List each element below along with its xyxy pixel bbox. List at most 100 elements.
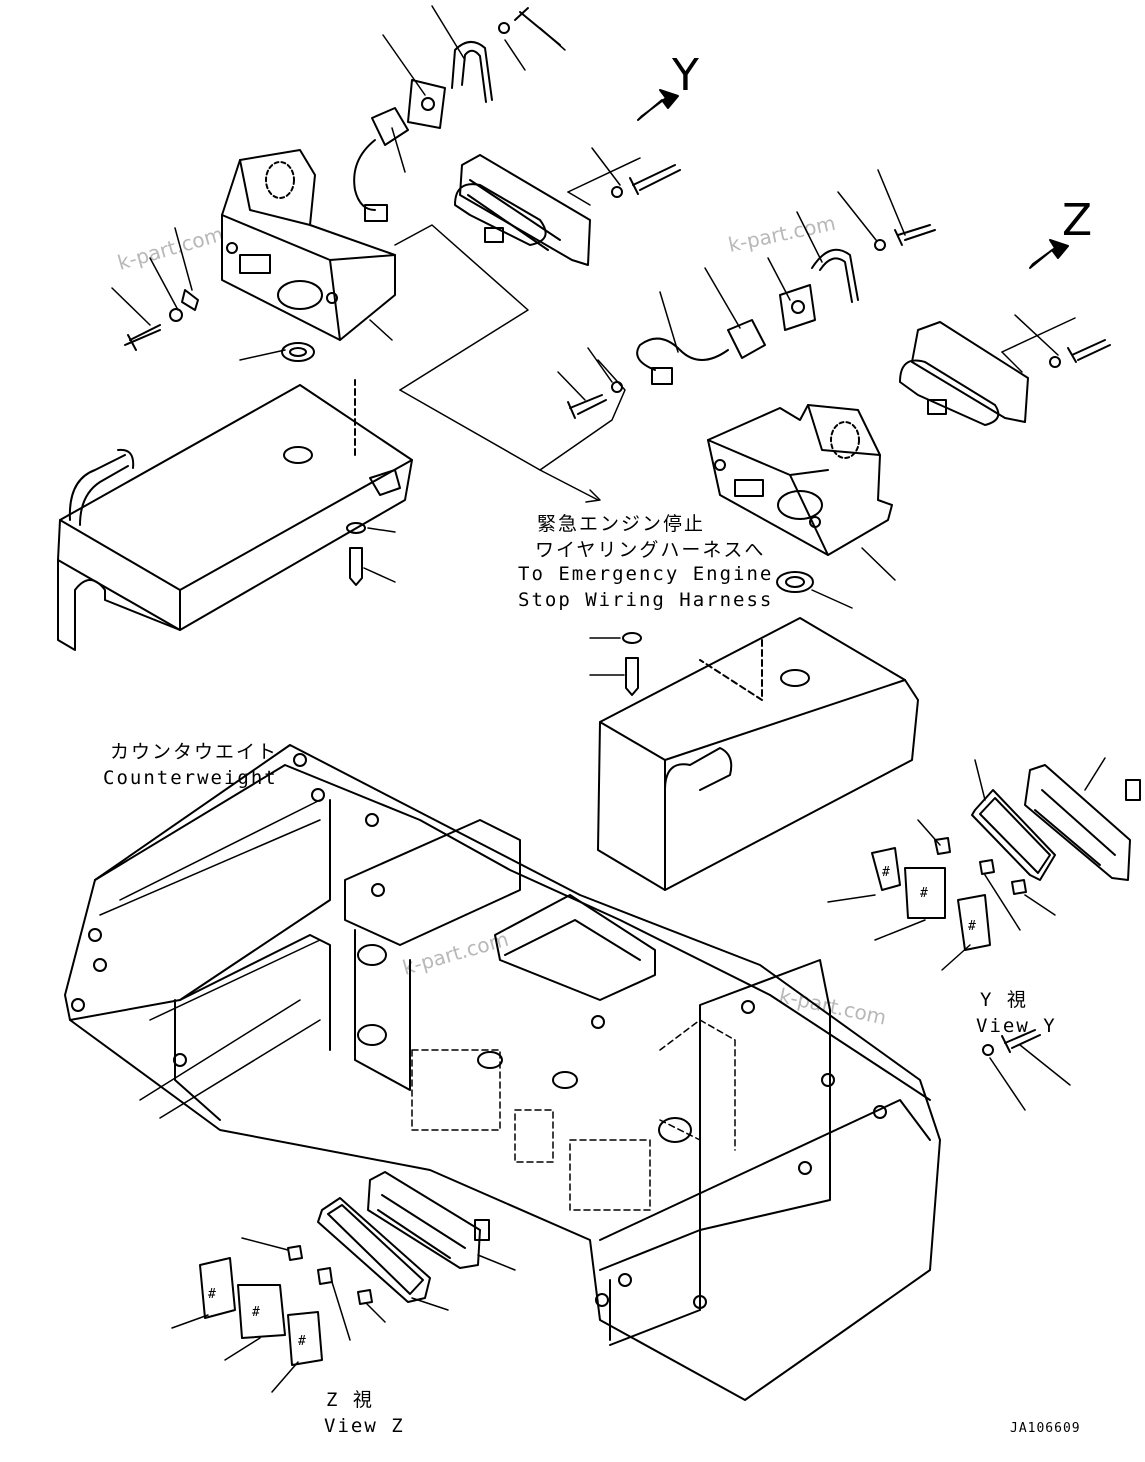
- counterweight-block: [354, 929, 411, 1091]
- wiring-label-ja-1: 緊急エンジン停止: [537, 513, 705, 535]
- lens-z-1: [199, 1257, 236, 1319]
- cover-bracket: [369, 469, 401, 496]
- counterweight-block: [344, 819, 521, 946]
- leader-lines-bolt-y: [989, 1044, 1071, 1111]
- counterweight-ribs: [99, 799, 321, 1021]
- bolt-cover-left: [349, 547, 363, 586]
- cover-right: [589, 617, 919, 891]
- lens-y-mark-3: #: [968, 919, 977, 934]
- counterweight-outline: [64, 744, 941, 1401]
- light-bezel-y: [459, 154, 591, 266]
- grommet-right-inner: [785, 576, 805, 588]
- counterweight-bottom-edges: [139, 999, 321, 1119]
- mount-axis-right: [699, 639, 763, 701]
- lens-y-1: [871, 847, 901, 891]
- lens-y-2: [904, 867, 946, 919]
- switch-connector-right: [727, 319, 766, 359]
- housing-hole-hidden: [265, 161, 295, 199]
- lens-z-mark-1: #: [208, 1287, 217, 1302]
- u-handle-left: [451, 41, 493, 103]
- gasket-y-inner: [979, 797, 1051, 874]
- bolt-hole: [226, 242, 238, 254]
- bolt-y: [629, 164, 681, 195]
- cover-left: [57, 379, 413, 651]
- lift-hole: [357, 1024, 387, 1046]
- harness-outline: [394, 224, 529, 391]
- housing-hole: [277, 280, 323, 310]
- cover-handle-right: [664, 747, 733, 791]
- grommet-right: [776, 571, 814, 593]
- plate-hole: [421, 97, 435, 111]
- counterweight-bolt-holes: [71, 753, 887, 1309]
- mount-plate-right: [779, 284, 816, 331]
- housing-hole-right-hidden: [830, 421, 860, 459]
- housing-hole-right: [777, 490, 823, 520]
- harness-link: [539, 359, 626, 471]
- cover-hole: [283, 446, 313, 464]
- view-y-marker: Y: [671, 50, 699, 101]
- cover-left-body: [57, 384, 413, 631]
- lamp-assembly-right: [557, 169, 936, 609]
- housing-edge: [807, 404, 881, 456]
- bolt-view-y: [1001, 1029, 1041, 1053]
- cover-skirt: [57, 559, 181, 651]
- counterweight-right-block: [699, 959, 831, 1231]
- lift-hole-right: [658, 1117, 692, 1143]
- housing-label-plate-right: [734, 479, 764, 497]
- leader-lines-right: [557, 169, 906, 609]
- light-body-y: [454, 183, 547, 246]
- bolt-boss: [477, 1051, 503, 1069]
- grommet-left: [281, 342, 315, 362]
- washer-right-1: [611, 381, 623, 393]
- light-plug-z: [927, 399, 947, 415]
- leader-lines-y: [567, 147, 641, 206]
- light-body-z: [899, 359, 1000, 426]
- bulb-y-3: [1011, 879, 1027, 895]
- gasket-z-inner: [327, 1204, 424, 1295]
- bolt-cover-right: [625, 657, 639, 696]
- leader-lines-z: [1001, 314, 1076, 373]
- lamp-frame-z-detail: [377, 1194, 466, 1259]
- counterweight-hidden-lines: [411, 1019, 736, 1211]
- cover-edge: [59, 459, 413, 591]
- wiring-label-en-1: To Emergency Engine: [518, 563, 773, 585]
- bulb-z-1: [287, 1245, 303, 1261]
- bolt-right-2: [894, 224, 936, 246]
- washer-cover-right: [622, 632, 642, 644]
- u-handle-right: [811, 248, 859, 303]
- counterweight-label-ja: カウンタウエイト: [110, 741, 278, 763]
- harness-arrow-head: [585, 489, 601, 503]
- bolt-left: [124, 324, 161, 351]
- view-z-arrow: [1029, 239, 1069, 269]
- bolt-hole: [326, 292, 338, 304]
- housing-edge: [329, 259, 341, 341]
- lamp-frame-y-tab: [1125, 779, 1141, 801]
- harness-arrow-line: [399, 389, 599, 501]
- lens-z-mark-2: #: [252, 1305, 261, 1320]
- clip-left: [181, 289, 199, 311]
- watermark-2: k-part.com: [726, 211, 838, 257]
- housing-label-plate: [239, 254, 271, 274]
- washer-z: [1049, 356, 1061, 368]
- watermark-1: k-part.com: [115, 222, 226, 275]
- lens-y-mark-1: #: [882, 865, 891, 880]
- lamp-frame-y-detail: [1034, 789, 1116, 866]
- lamp-assembly-left: [111, 5, 566, 362]
- lamp-frame-z-tab: [474, 1219, 490, 1241]
- leader-lines-cover-right: [589, 637, 625, 676]
- washer-right-2: [874, 239, 886, 251]
- leader-lines-top: [504, 27, 566, 71]
- leader-lines-cover-left: [363, 527, 396, 583]
- wire-plug-left: [364, 204, 388, 222]
- gasket-z: [317, 1197, 431, 1303]
- housing-edge: [789, 474, 829, 556]
- wiring-label-ja-2: ワイヤリングハーネスへ: [535, 539, 765, 561]
- bolt-z: [1067, 339, 1111, 363]
- mount-plate-left: [407, 79, 446, 129]
- washer-y: [611, 186, 623, 198]
- bolt-right-1: [567, 394, 607, 419]
- wire-right: [636, 337, 729, 371]
- cover-hole-right: [780, 669, 810, 687]
- view-z-marker: Z: [1062, 195, 1092, 246]
- light-unit-y: Y: [454, 50, 699, 266]
